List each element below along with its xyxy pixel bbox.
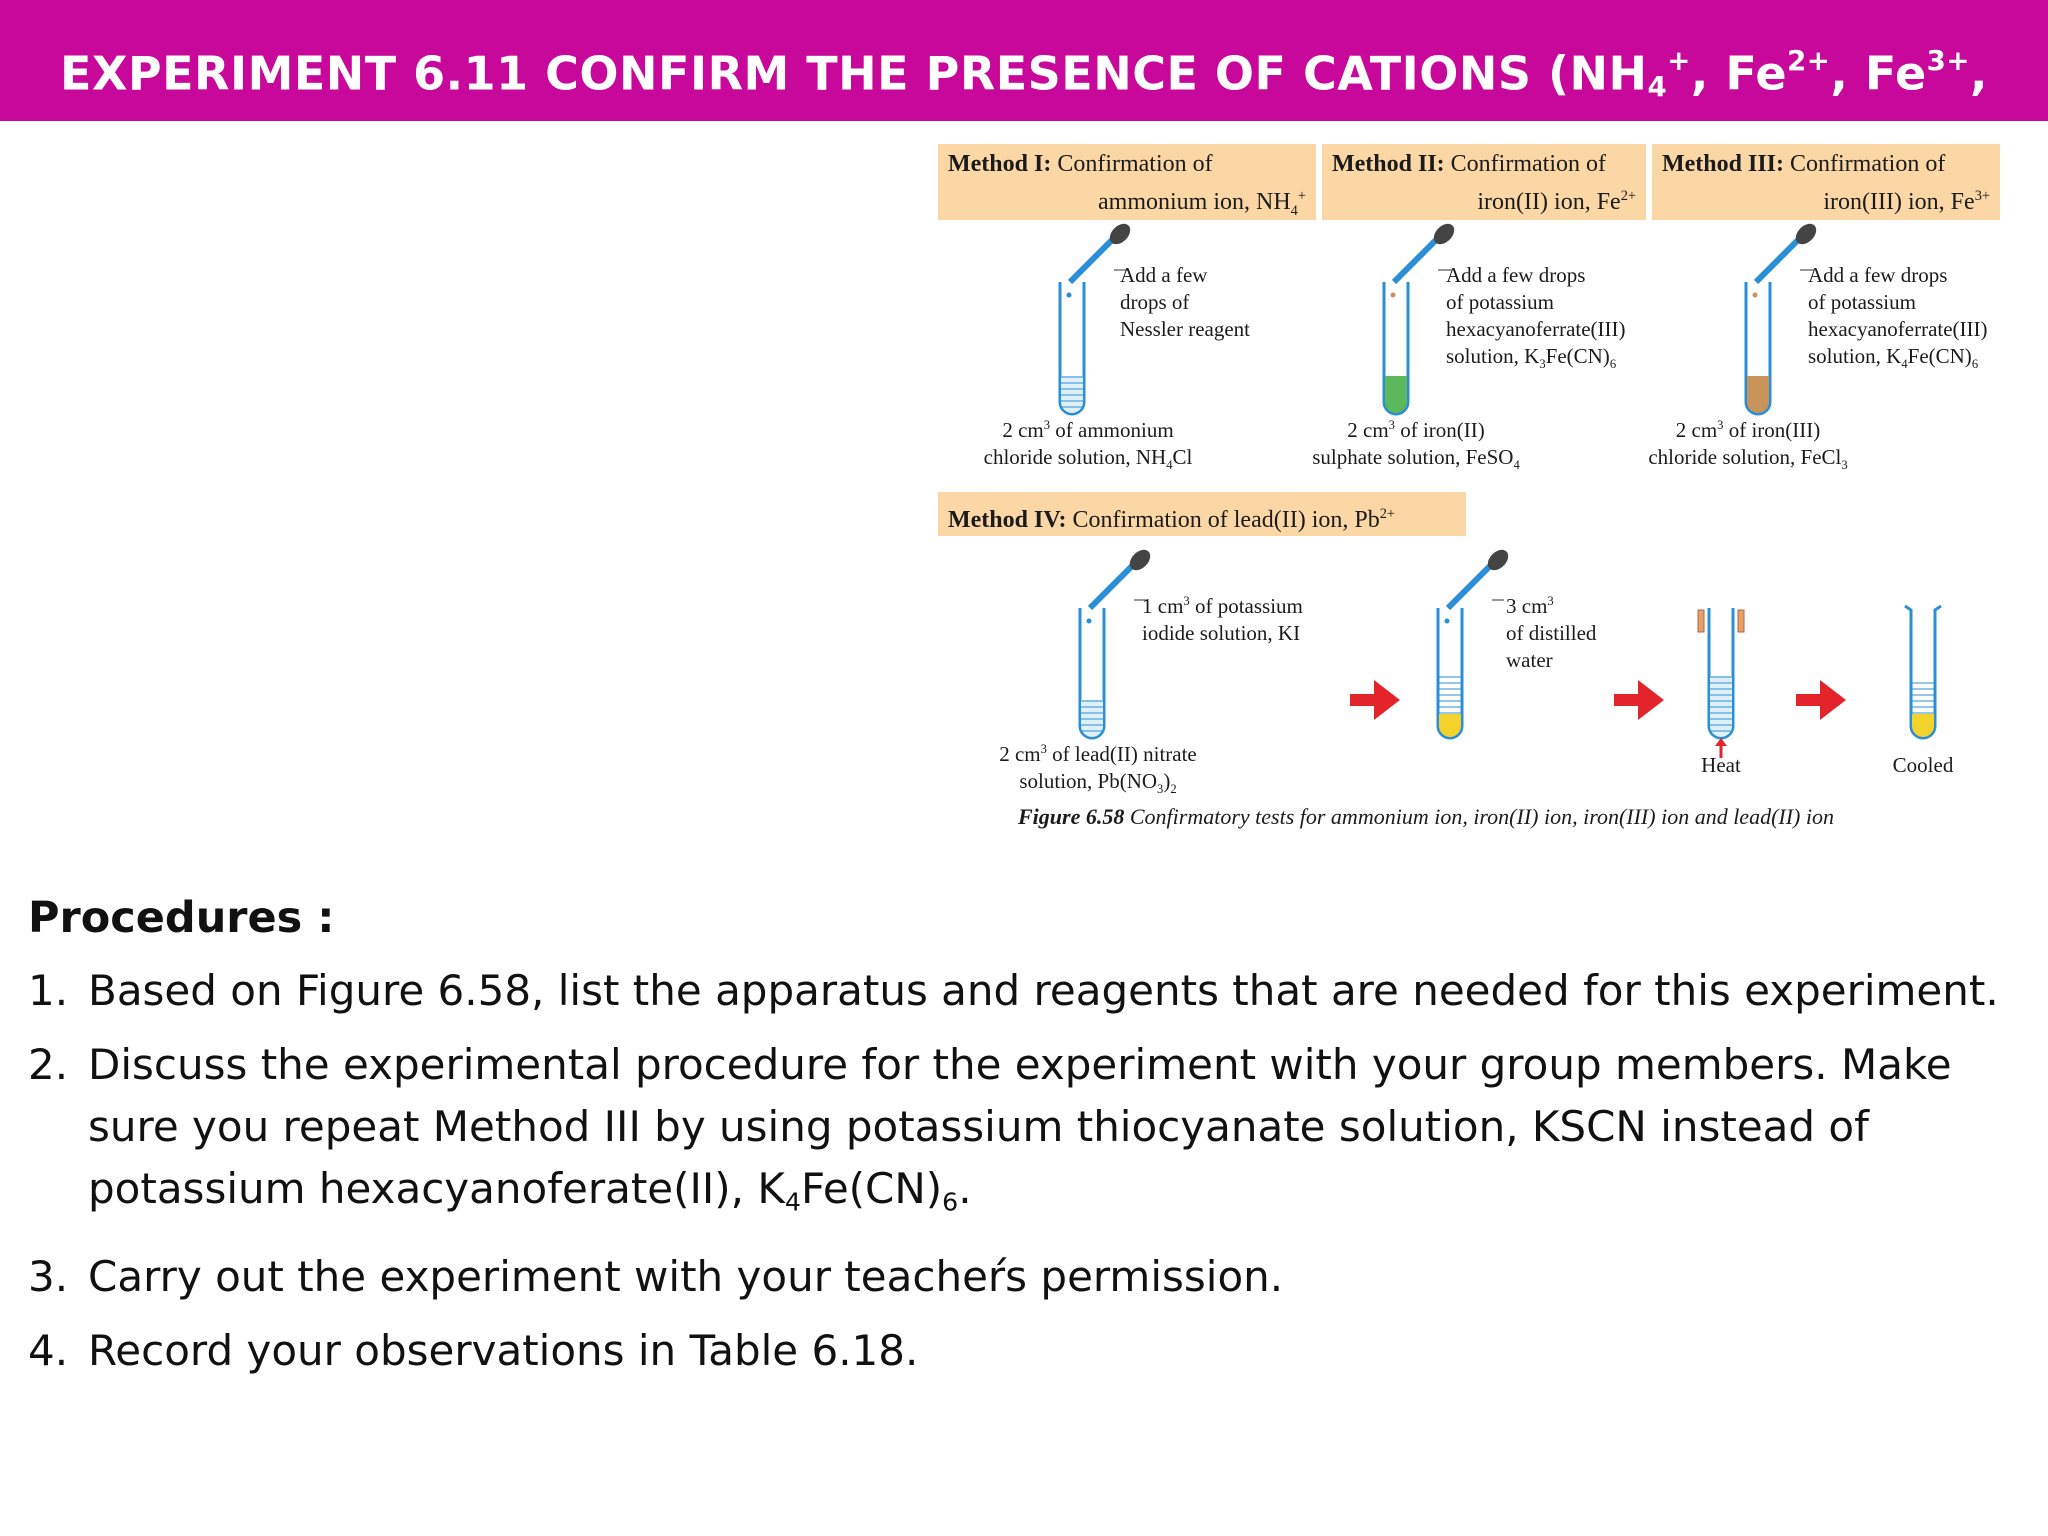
method-4-reagent-label: 1 cm3 of potassium iodide solution, KI [1142, 594, 1303, 645]
dropper-icon [1086, 549, 1151, 624]
method-1-sample-label: 2 cm3 of ammonium chloride solution, NH4… [983, 418, 1193, 473]
figure-caption: Figure 6.58 Confirmatory tests for ammon… [1018, 804, 1834, 829]
heat-label: Heat [1701, 753, 1741, 777]
test-tube-lead-nitrate [1078, 608, 1106, 740]
procedures-section: Procedures : 1. Based on Figure 6.58, li… [28, 888, 2018, 1394]
arrow-right-icon [1796, 680, 1846, 720]
test-tube-precipitate [1436, 608, 1464, 740]
method-3-box: Method III: Confirmation of iron(III) io… [1652, 144, 2000, 220]
procedure-step-1: 1. Based on Figure 6.58, list the appara… [28, 966, 1999, 1015]
method-4-sample-label: 2 cm3 of lead(II) nitrate solution, Pb(N… [999, 742, 1197, 797]
method-1-reagent-label: Add a few drops of Nessler reagent [1120, 263, 1251, 341]
method-3-reagent-label: Add a few drops of potassium hexacyanofe… [1808, 263, 1988, 372]
method-3-sample-label: 2 cm3 of iron(III) chloride solution, Fe… [1648, 418, 1848, 473]
dropper-icon [1444, 549, 1509, 624]
procedure-step-4: 4. Record your observations in Table 6.1… [28, 1325, 919, 1375]
test-tube-iron-iii [1744, 282, 1772, 416]
method-2-reagent-label: Add a few drops of potassium hexacyanofe… [1446, 263, 1626, 372]
procedure-step-3: 3. Carry out the experiment with your te… [28, 1251, 1284, 1301]
dropper-icon [1752, 223, 1817, 298]
method-2-box: Method II: Confirmation of iron(II) ion,… [1322, 144, 1646, 220]
method-2-sample-label: 2 cm3 of iron(II) sulphate solution, FeS… [1312, 418, 1520, 473]
figure-6-58: Method I: Confirmation of ammonium ion, … [938, 140, 2008, 840]
arrow-right-icon [1614, 680, 1664, 720]
arrow-right-icon [1350, 680, 1400, 720]
test-tube-iron-ii [1382, 282, 1410, 416]
test-tube-ammonium [1058, 282, 1086, 416]
method-4-box: Method IV: Confirmation of lead(II) ion,… [938, 492, 1466, 536]
method-1-box: Method I: Confirmation of ammonium ion, … [938, 144, 1316, 220]
test-tube-cooled [1904, 604, 1942, 740]
dropper-icon [1066, 223, 1131, 298]
page-title: EXPERIMENT 6.11 CONFIRM THE PRESENCE OF … [0, 0, 2048, 248]
procedures-heading: Procedures : [28, 893, 335, 943]
apparatus-illustration [1058, 223, 1942, 758]
test-tube-heated [1697, 608, 1745, 758]
procedure-step-2: 2. Discuss the experimental procedure fo… [28, 1040, 1952, 1217]
cooled-label: Cooled [1892, 753, 1954, 777]
method-4-water-label: 3 cm3 of distilled water [1506, 594, 1597, 672]
dropper-icon [1390, 223, 1455, 298]
